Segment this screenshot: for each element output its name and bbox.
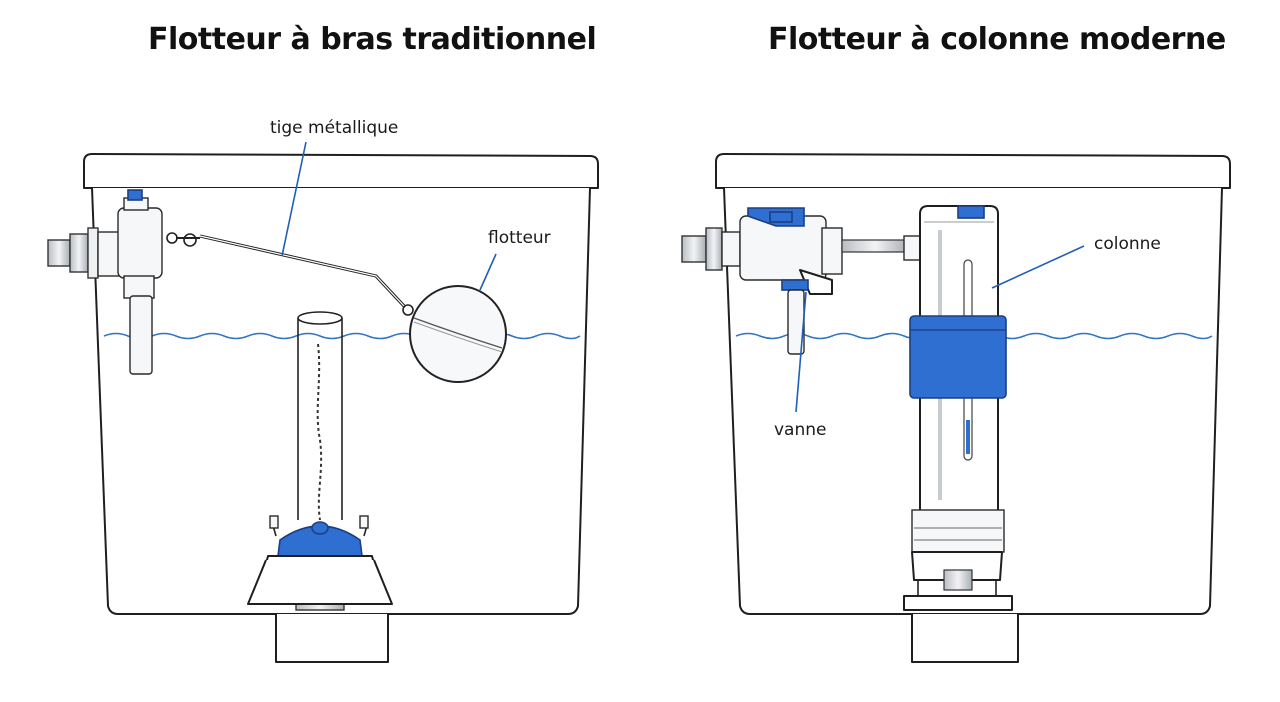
column-leader-line	[991, 245, 1085, 289]
left-panel-title: Flotteur à bras traditionnel	[148, 22, 597, 57]
float-ball	[409, 285, 507, 383]
rod-leader-line	[281, 141, 307, 257]
label-valve: vanne	[774, 420, 827, 440]
overflow-tube	[297, 311, 343, 521]
right-valve-body	[681, 207, 921, 355]
metal-rod	[166, 232, 414, 316]
float-leader-line	[479, 253, 497, 291]
valve-leader-line	[795, 291, 807, 413]
label-float: flotteur	[488, 228, 551, 248]
left-flush-valve	[247, 515, 393, 611]
label-metal-rod: tige métallique	[270, 118, 398, 138]
label-column: colonne	[1094, 234, 1161, 254]
left-inlet-valve	[47, 189, 163, 375]
right-panel-title: Flotteur à colonne moderne	[768, 22, 1226, 57]
float-column	[903, 205, 1013, 611]
